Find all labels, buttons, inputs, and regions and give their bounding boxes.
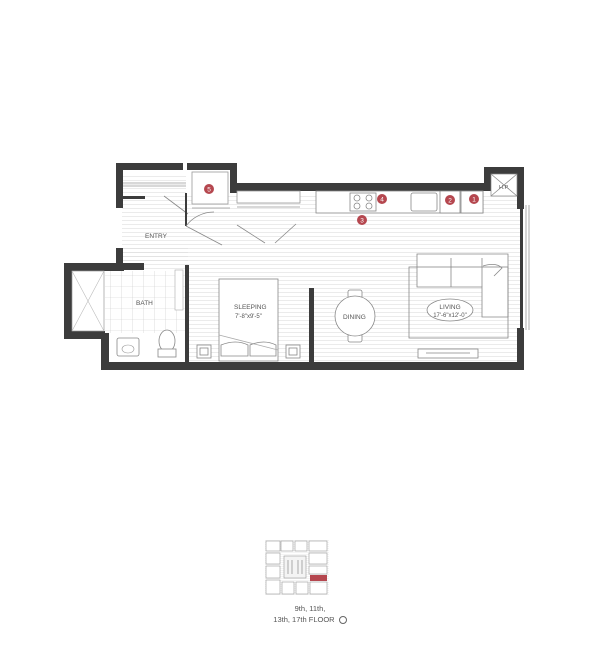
svg-text:2: 2 — [448, 198, 452, 205]
floor-caption-line2: 13th, 17th FLOOR — [273, 615, 335, 624]
marker-1: 1 — [469, 194, 479, 204]
svg-text:5: 5 — [207, 187, 211, 194]
svg-text:4: 4 — [380, 197, 384, 204]
svg-text:3: 3 — [360, 218, 364, 225]
kitchen-counter — [315, 190, 484, 214]
key-plan — [265, 540, 329, 596]
marker-5: 5 — [204, 184, 214, 194]
room-size-sleeping: 7'-8"x9'-5" — [235, 314, 262, 320]
hp-closet — [490, 173, 518, 197]
walls — [64, 163, 524, 370]
marker-2: 2 — [445, 195, 455, 205]
dining-table — [334, 289, 376, 343]
bed — [196, 278, 301, 362]
living-label-badge — [426, 298, 474, 322]
room-label-entry: ENTRY — [145, 233, 168, 240]
window-right — [525, 205, 530, 330]
compass-icon — [338, 616, 347, 625]
closet-entry — [123, 182, 186, 187]
room-label-dining: DINING — [343, 314, 366, 321]
room-size-living: 17'-6"x12'-0" — [433, 313, 467, 319]
closet-5 — [191, 171, 301, 209]
marker-4: 4 — [377, 194, 387, 204]
tv-console — [417, 348, 479, 359]
room-label-living: LIVING — [439, 304, 460, 311]
floor-caption-line1: 9th, 11th, — [294, 604, 326, 613]
sofa — [408, 253, 509, 339]
floor-caption: 9th, 11th, 13th, 17th FLOOR — [250, 603, 370, 625]
room-label-hp: H.P. — [499, 185, 509, 191]
doors — [163, 193, 297, 246]
room-label-sleeping: SLEEPING — [234, 304, 267, 311]
floor-caption-line2-wrap: 13th, 17th FLOOR — [250, 614, 370, 625]
svg-text:1: 1 — [472, 197, 476, 204]
marker-3: 3 — [357, 215, 367, 225]
room-label-bath: BATH — [136, 300, 153, 307]
bathroom — [71, 269, 185, 362]
